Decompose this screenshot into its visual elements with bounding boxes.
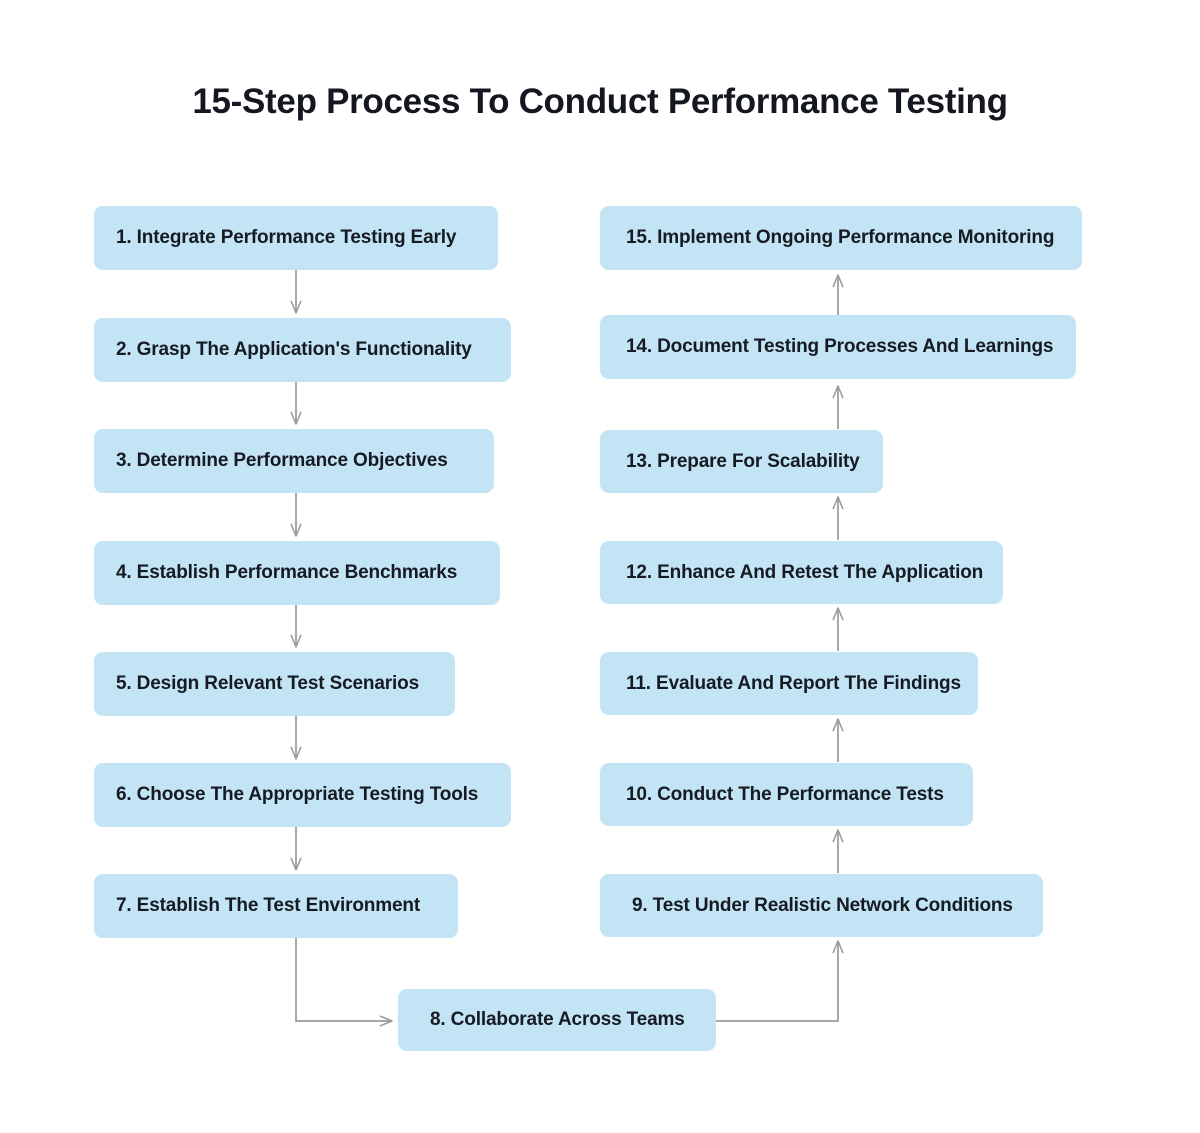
step-node-9-label: 9. Test Under Realistic Network Conditio… (632, 894, 1013, 916)
step-node-8[interactable]: 8. Collaborate Across Teams (398, 989, 716, 1051)
page-title: 15-Step Process To Conduct Performance T… (192, 82, 1008, 121)
step-node-6-label: 6. Choose The Appropriate Testing Tools (116, 784, 479, 805)
step-node-4-label: 4. Establish Performance Benchmarks (116, 562, 458, 583)
step-node-14[interactable]: 14. Document Testing Processes And Learn… (600, 315, 1076, 379)
step-node-2[interactable]: 2. Grasp The Application's Functionality (94, 318, 511, 382)
step-node-3-label: 3. Determine Performance Objectives (116, 450, 448, 471)
step-node-13-label: 13. Prepare For Scalability (626, 450, 860, 472)
step-node-1-label: 1. Integrate Performance Testing Early (116, 227, 457, 248)
step-node-4[interactable]: 4. Establish Performance Benchmarks (94, 541, 500, 605)
step-node-6[interactable]: 6. Choose The Appropriate Testing Tools (94, 763, 511, 827)
step-node-5-label: 5. Design Relevant Test Scenarios (116, 673, 420, 694)
connector-7-8 (295, 938, 392, 1021)
step-node-15-label: 15. Implement Ongoing Performance Monito… (626, 227, 1055, 248)
step-node-2-label: 2. Grasp The Application's Functionality (116, 339, 472, 360)
step-node-7-label: 7. Establish The Test Environment (116, 895, 421, 916)
step-node-10-label: 10. Conduct The Performance Tests (626, 783, 944, 805)
step-node-1[interactable]: 1. Integrate Performance Testing Early (94, 206, 498, 270)
step-node-3[interactable]: 3. Determine Performance Objectives (94, 429, 494, 493)
step-node-12-label: 12. Enhance And Retest The Application (626, 561, 984, 583)
connector-8-9 (716, 941, 838, 1022)
step-node-12[interactable]: 12. Enhance And Retest The Application (600, 541, 1003, 604)
step-node-7[interactable]: 7. Establish The Test Environment (94, 874, 458, 938)
step-node-5[interactable]: 5. Design Relevant Test Scenarios (94, 652, 455, 716)
step-node-14-label: 14. Document Testing Processes And Learn… (626, 336, 1054, 357)
step-node-13[interactable]: 13. Prepare For Scalability (600, 430, 883, 493)
step-node-15[interactable]: 15. Implement Ongoing Performance Monito… (600, 206, 1082, 270)
step-node-9[interactable]: 9. Test Under Realistic Network Conditio… (600, 874, 1043, 937)
step-node-11[interactable]: 11. Evaluate And Report The Findings (600, 652, 978, 715)
step-node-10[interactable]: 10. Conduct The Performance Tests (600, 763, 973, 826)
step-node-11-label: 11. Evaluate And Report The Findings (626, 672, 961, 694)
step-node-8-label: 8. Collaborate Across Teams (430, 1009, 685, 1030)
